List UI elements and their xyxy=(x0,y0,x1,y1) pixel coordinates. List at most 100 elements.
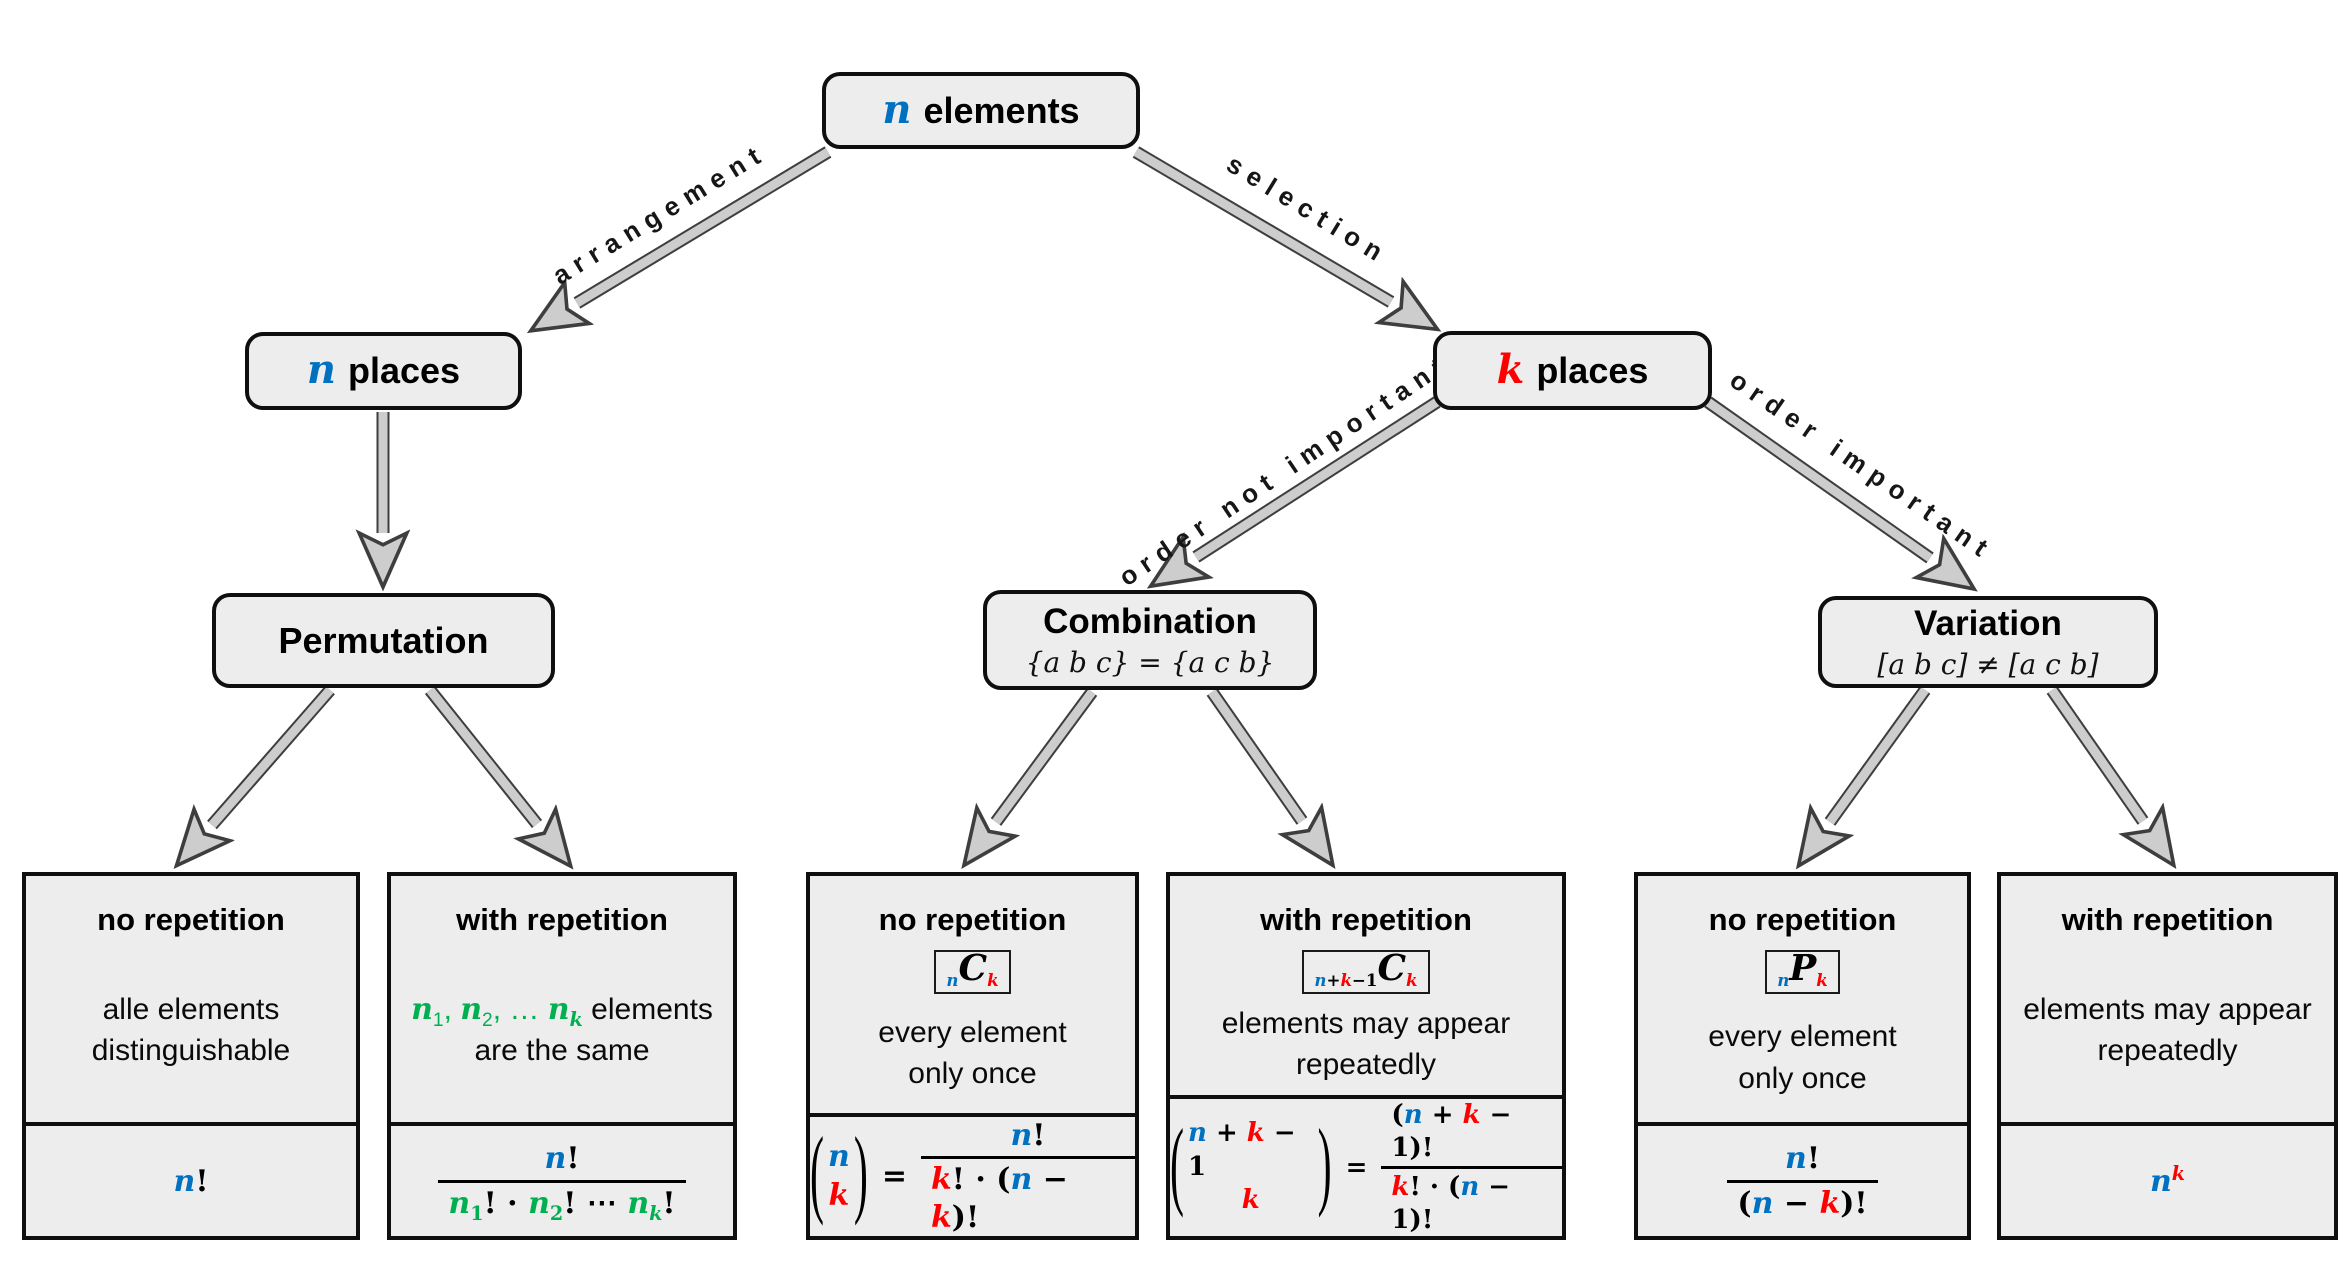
leaf-formula: nk xyxy=(2001,1122,2334,1236)
leaf-description: every element only once xyxy=(1708,1016,1896,1099)
fraction-denominator: k! · (n − k)! xyxy=(920,1156,1135,1236)
node-combination: Combination {a b c} = {a c b} xyxy=(983,590,1317,690)
right-paren: ) xyxy=(853,1120,868,1229)
leaf-header: with repetition xyxy=(1260,902,1472,937)
node-variation: Variation [a b c] ≠ [a c b] xyxy=(1818,596,2158,688)
arrow-permutation-to-no-rep xyxy=(212,685,335,825)
leaf-top: no repetition nPk every element only onc… xyxy=(1638,876,1967,1122)
desc-line: only once xyxy=(1738,1061,1867,1095)
node-k-places-label: places xyxy=(1536,349,1649,391)
leaf-description: elements may appear repeatedly xyxy=(1222,1003,1511,1086)
arrow-combination-to-no-rep xyxy=(996,688,1098,822)
leaf-header: no repetition xyxy=(97,902,285,937)
right-paren: ) xyxy=(1317,1111,1332,1220)
fraction: n! (n − k)! xyxy=(1727,1140,1878,1223)
leaf-permutation-no-repetition: no repetition alle elements distinguisha… xyxy=(22,872,360,1240)
leaf-combination-with-repetition: with repetition n+k−1Ck elements may app… xyxy=(1166,872,1566,1240)
fraction: (n + k − 1)! k! · (n − 1)! xyxy=(1381,1099,1562,1236)
binomial-top: n xyxy=(828,1139,850,1175)
leaf-formula: ( n + k − 1 k ) = (n + k − 1)! k! · (n −… xyxy=(1170,1095,1562,1236)
node-variation-subtitle: [a b c] ≠ [a c b] xyxy=(1877,647,2099,681)
leaf-variation-no-repetition: no repetition nPk every element only onc… xyxy=(1634,872,1971,1240)
fraction: n! k! · (n − k)! xyxy=(920,1117,1135,1237)
node-variation-title: Variation xyxy=(1914,603,2062,643)
left-paren: ( xyxy=(810,1120,824,1229)
math-var-k: k xyxy=(1496,345,1525,393)
leaf-description: every element only once xyxy=(878,1012,1066,1095)
arrow-order-important xyxy=(1704,396,1930,558)
arrow-variation-to-with-rep xyxy=(2046,686,2143,821)
formula: n! xyxy=(173,1163,209,1199)
binomial: ( n k ) xyxy=(810,1125,868,1223)
arrow-order-not-important xyxy=(1196,396,1441,557)
leaf-formula: ( n k ) = n! k! · (n − k)! xyxy=(810,1112,1135,1237)
leaf-description: elements may appear repeatedly xyxy=(2023,989,2312,1072)
leaf-header: no repetition xyxy=(1708,902,1897,937)
node-combination-subtitle: {a b c} = {a c b} xyxy=(1025,645,1275,679)
node-n-places-title: n places xyxy=(307,350,460,392)
math-var-n: n xyxy=(882,85,912,133)
leaf-formula: n! (n − k)! xyxy=(1638,1122,1967,1236)
arrow-selection xyxy=(1132,146,1391,302)
leaf-formula: n! n1! · n2! ⋯ nk! xyxy=(391,1122,733,1236)
binomial: ( n + k − 1 k ) xyxy=(1170,1111,1332,1220)
symbol-nCk: nCk xyxy=(934,950,1011,994)
arrow-combination-to-with-rep xyxy=(1206,688,1302,821)
fraction-numerator: (n + k − 1)! xyxy=(1391,1100,1512,1163)
desc-line: distinguishable xyxy=(91,1034,291,1067)
binomial-top: n + k − 1 xyxy=(1188,1117,1296,1182)
leaf-top: no repetition nCk every element only onc… xyxy=(810,876,1135,1113)
leaf-variation-with-repetition: with repetition elements may appear repe… xyxy=(1997,872,2338,1240)
desc-line: repeatedly xyxy=(1295,1048,1437,1082)
desc-line: elements may appear xyxy=(2023,992,2312,1026)
desc-line: elements may appear xyxy=(1221,1006,1511,1040)
node-n-places: n places xyxy=(245,332,522,410)
node-permutation-title: Permutation xyxy=(278,619,489,661)
desc-line: are the same xyxy=(474,1034,650,1067)
leaf-combination-no-repetition: no repetition nCk every element only onc… xyxy=(806,872,1139,1240)
symbol-nPk: nPk xyxy=(1765,950,1840,994)
fraction-denominator: k! · (n − 1)! xyxy=(1381,1166,1562,1236)
leaf-header: with repetition xyxy=(2061,902,2274,937)
equals-sign: = xyxy=(881,1158,907,1194)
arrow-permutation-to-with-rep xyxy=(424,685,537,824)
binomial-bottom: k xyxy=(1241,1185,1260,1216)
node-n-elements-label: elements xyxy=(923,89,1080,131)
equals-sign: = xyxy=(1345,1152,1368,1183)
leaf-permutation-with-repetition: with repetition n1, n2, … nk elements ar… xyxy=(387,872,737,1240)
leaf-top: with repetition elements may appear repe… xyxy=(2001,876,2334,1122)
leaf-header: no repetition xyxy=(878,902,1067,937)
fraction-numerator: n! xyxy=(544,1141,580,1176)
node-k-places-title: k places xyxy=(1496,345,1649,393)
desc-line: alle elements xyxy=(102,992,280,1026)
fraction-denominator: (n − k)! xyxy=(1727,1179,1878,1223)
desc-line: every element xyxy=(878,1015,1067,1049)
math-var-n: n xyxy=(306,346,336,393)
fraction-numerator: n! xyxy=(1785,1141,1820,1176)
node-n-elements-title: n elements xyxy=(882,85,1080,133)
symbol-n+k-1Ck: n+k−1Ck xyxy=(1302,950,1430,994)
leaf-description: n1, n2, … nk elements are the same xyxy=(411,989,713,1072)
node-n-elements: n elements xyxy=(822,72,1140,149)
fraction-denominator: n1! · n2! ⋯ nk! xyxy=(438,1179,686,1223)
fraction-numerator: n! xyxy=(1010,1117,1046,1153)
formula: nk xyxy=(2149,1161,2186,1199)
arrow-arrangement xyxy=(577,146,832,303)
leaf-top: with repetition n+k−1Ck elements may app… xyxy=(1170,876,1562,1095)
leaf-description: alle elements distinguishable xyxy=(92,989,290,1072)
binomial-column: n k xyxy=(824,1137,854,1215)
node-n-places-label: places xyxy=(348,350,461,391)
leaf-formula: n! xyxy=(26,1122,356,1236)
arrow-variation-to-no-rep xyxy=(1830,686,1931,822)
leaf-top: no repetition alle elements distinguisha… xyxy=(26,876,356,1122)
left-paren: ( xyxy=(1170,1111,1184,1220)
desc-line: repeatedly xyxy=(2097,1034,2238,1067)
node-combination-title: Combination xyxy=(1043,601,1257,641)
node-k-places: k places xyxy=(1433,331,1712,410)
fraction: n! n1! · n2! ⋯ nk! xyxy=(438,1140,686,1223)
leaf-header: with repetition xyxy=(456,902,668,937)
desc-line: only once xyxy=(908,1057,1037,1090)
node-permutation: Permutation xyxy=(212,593,555,688)
